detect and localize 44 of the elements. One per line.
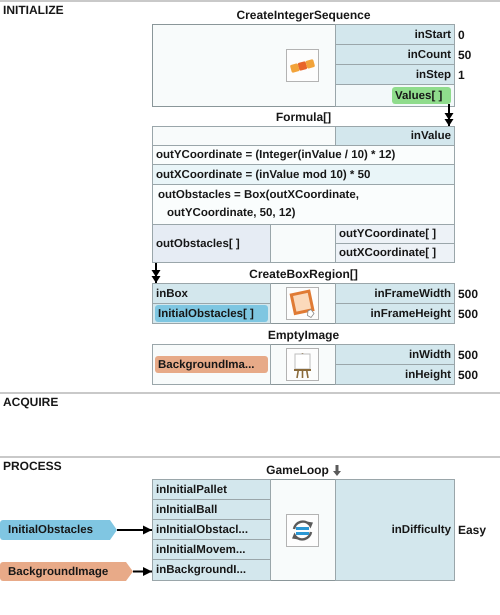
output-port: outObstacles[ ] [152, 224, 271, 263]
filter-title: Formula[] [276, 110, 332, 125]
input-label: InitialObstacles [0, 520, 117, 540]
formula-row: outXCoordinate = (inValue mod 10) * 50 [152, 164, 455, 185]
filter-title: CreateBoxRegion[] [249, 267, 358, 282]
arrow [133, 567, 152, 576]
input-port: inStep [335, 64, 455, 85]
output-port: outYCoordinate[ ] [335, 224, 455, 244]
input-port: inInitialObstacl... [152, 519, 271, 540]
port-value: 0 [458, 28, 465, 42]
port-value: 500 [458, 306, 478, 320]
input-port: inCount [335, 44, 455, 65]
section-title: PROCESS [3, 459, 62, 473]
input-port: inStart [335, 24, 455, 45]
input-port: inInitialBall [152, 499, 271, 520]
input-port: inInitialMovem... [152, 539, 271, 560]
formula-row: outYCoordinate = (Integer(inValue / 10) * 12) [152, 145, 455, 165]
filter-title: CreateIntegerSequence [236, 8, 371, 23]
input-port: inFrameHeight [335, 303, 455, 324]
input-port: inBackgroundI... [152, 559, 271, 581]
port-value: 500 [458, 286, 478, 300]
input-port: inDifficulty [335, 479, 455, 581]
input-port: inInitialPallet [152, 479, 271, 500]
input-label: BackgroundImage [0, 562, 133, 581]
output-port: Values[ ] [392, 87, 451, 104]
input-port: inValue [335, 126, 455, 146]
input-port: inFrameWidth [335, 283, 455, 304]
port-value: 1 [458, 68, 465, 82]
input-port: inWidth [335, 344, 455, 365]
arrow [117, 526, 152, 534]
output-label: InitialObstacles[ ] [155, 305, 268, 322]
port-value: 500 [458, 368, 478, 382]
section-title: INITIALIZE [3, 3, 64, 17]
port-value: 50 [458, 48, 472, 62]
output-label: BackgroundIma... [155, 356, 268, 373]
port-value: 500 [458, 348, 478, 362]
port-value: Easy [458, 523, 486, 537]
output-port: outXCoordinate[ ] [335, 243, 455, 263]
input-port: inHeight [335, 364, 455, 385]
section-title: ACQUIRE [3, 395, 58, 409]
formula-row: outObstacles = Box(outXCoordinate, outYCoordinate, 50, 12) [152, 184, 455, 225]
filter-title: EmptyImage [268, 328, 340, 343]
input-port: inBox [152, 283, 271, 304]
filter-title: GameLoop [266, 463, 329, 478]
